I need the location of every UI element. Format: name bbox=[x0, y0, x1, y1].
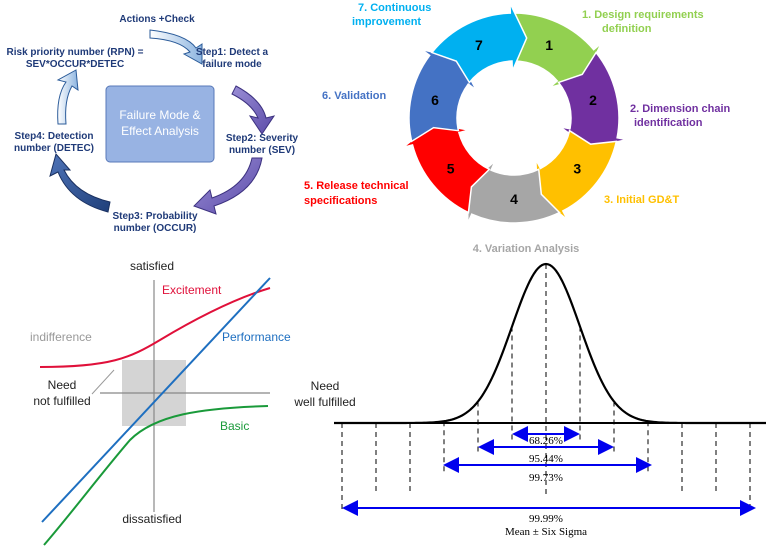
cycle-segment-number-3: 3 bbox=[573, 161, 581, 177]
excitement-label: Excitement bbox=[162, 283, 222, 297]
cycle-segment-4 bbox=[467, 160, 561, 224]
fmea-arrow-step4-rpn bbox=[56, 69, 79, 125]
indifference-pointer bbox=[91, 369, 115, 395]
label-3-sigma: 99.73% bbox=[529, 472, 563, 484]
fmea-step1-line1: Step1: Detect a bbox=[196, 47, 269, 58]
cycle-segment-number-4: 4 bbox=[510, 191, 518, 207]
cycle-segment-6 bbox=[408, 48, 477, 143]
fmea-step4-line2: number (DETEC) bbox=[14, 143, 94, 154]
cycle-label-5-line1: 5. Release technical bbox=[304, 180, 409, 192]
fmea-center-line1: Failure Mode & bbox=[119, 108, 200, 122]
indifference-label: indifference bbox=[30, 330, 92, 344]
cycle-segment-1 bbox=[512, 12, 603, 89]
cycle-segment-number-6: 6 bbox=[431, 92, 439, 108]
fmea-arrow-step1-step2 bbox=[231, 85, 276, 135]
bell-curve bbox=[334, 262, 766, 425]
excitement-curve bbox=[39, 287, 271, 368]
cycle-label-3: 3. Initial GD&T bbox=[604, 194, 679, 206]
cycle-segment-number-2: 2 bbox=[589, 92, 597, 108]
cycle-label-2-line1: 2. Dimension chain bbox=[630, 103, 731, 115]
fmea-step3-line2: number (OCCUR) bbox=[114, 223, 197, 234]
cycle-segment-number-5: 5 bbox=[447, 161, 455, 177]
cycle-segment-7 bbox=[430, 2, 528, 84]
cycle-segment-number-7: 7 bbox=[475, 37, 483, 53]
kano-right-line1: Need bbox=[311, 379, 340, 393]
kano-right-label: Need well fulfilled bbox=[293, 379, 355, 409]
kano-bottom-label: dissatisfied bbox=[122, 512, 181, 526]
cycle-label-2-line2: identification bbox=[634, 117, 703, 129]
cycle-label-1-line1: 1. Design requirements bbox=[582, 9, 704, 21]
fmea-center-box bbox=[105, 85, 215, 163]
kano-left-line2: not fulfilled bbox=[33, 394, 90, 408]
kano-model: satisfied dissatisfied Need not fulfille… bbox=[30, 259, 291, 546]
cycle-label-1-line2: definition bbox=[602, 23, 652, 35]
fmea-diagram: Failure Mode & Effect Analysis Actions +… bbox=[7, 14, 299, 234]
six-sigma-curve: 68.26% 95.44% 99.73% 99.99% Mean ± Six S… bbox=[334, 262, 766, 538]
fmea-step2-line1: Step2: Severity bbox=[226, 133, 299, 144]
kano-right-line2: well fulfilled bbox=[293, 395, 355, 409]
process-cycle: 1 2 3 4 5 6 7 1. Design requirements definitio… bbox=[304, 2, 731, 255]
cycle-label-6: 6. Validation bbox=[322, 90, 386, 102]
fmea-step4-line1: Step4: Detection bbox=[15, 131, 94, 142]
cycle-segment-3 bbox=[535, 129, 618, 221]
fmea-step2-line2: number (SEV) bbox=[229, 145, 295, 156]
fmea-arrow-step2-step3 bbox=[193, 157, 263, 215]
cycle-segment-5 bbox=[402, 122, 491, 214]
basic-curve bbox=[43, 405, 269, 546]
fmea-top-label: Actions +Check bbox=[119, 14, 195, 25]
label-2-sigma: 95.44% bbox=[529, 453, 563, 465]
cycle-label-5-line2: specifications bbox=[304, 195, 377, 207]
performance-label: Performance bbox=[222, 330, 291, 344]
fmea-step3-line1: Step3: Probability bbox=[112, 211, 197, 222]
kano-left-line1: Need bbox=[48, 378, 77, 392]
cycle-segment-number-1: 1 bbox=[545, 37, 553, 53]
basic-label: Basic bbox=[220, 419, 249, 433]
fmea-rpn-line2: SEV*OCCUR*DETEC bbox=[26, 59, 124, 70]
fmea-arrow-top bbox=[149, 29, 203, 65]
label-6-sigma: 99.99% bbox=[529, 513, 563, 525]
sigma-dividers bbox=[341, 264, 751, 510]
performance-line bbox=[41, 277, 271, 523]
cycle-label-7-line1: 7. Continuous bbox=[358, 2, 431, 14]
fmea-arrow-step3-step4 bbox=[49, 152, 111, 213]
label-1-sigma: 68.26% bbox=[529, 435, 563, 447]
kano-top-label: satisfied bbox=[130, 259, 174, 273]
cycle-ring: 1 2 3 4 5 6 7 bbox=[402, 2, 628, 224]
cycle-label-4: 4. Variation Analysis bbox=[473, 243, 580, 255]
fmea-center-line2: Effect Analysis bbox=[121, 124, 199, 138]
fmea-rpn-line1: Risk priority number (RPN) = bbox=[7, 47, 144, 58]
cycle-label-7-line2: improvement bbox=[352, 16, 421, 28]
cycle-segment-2 bbox=[557, 51, 628, 149]
sigma-caption: Mean ± Six Sigma bbox=[505, 526, 587, 538]
fmea-step1-line2: failure mode bbox=[202, 59, 262, 70]
